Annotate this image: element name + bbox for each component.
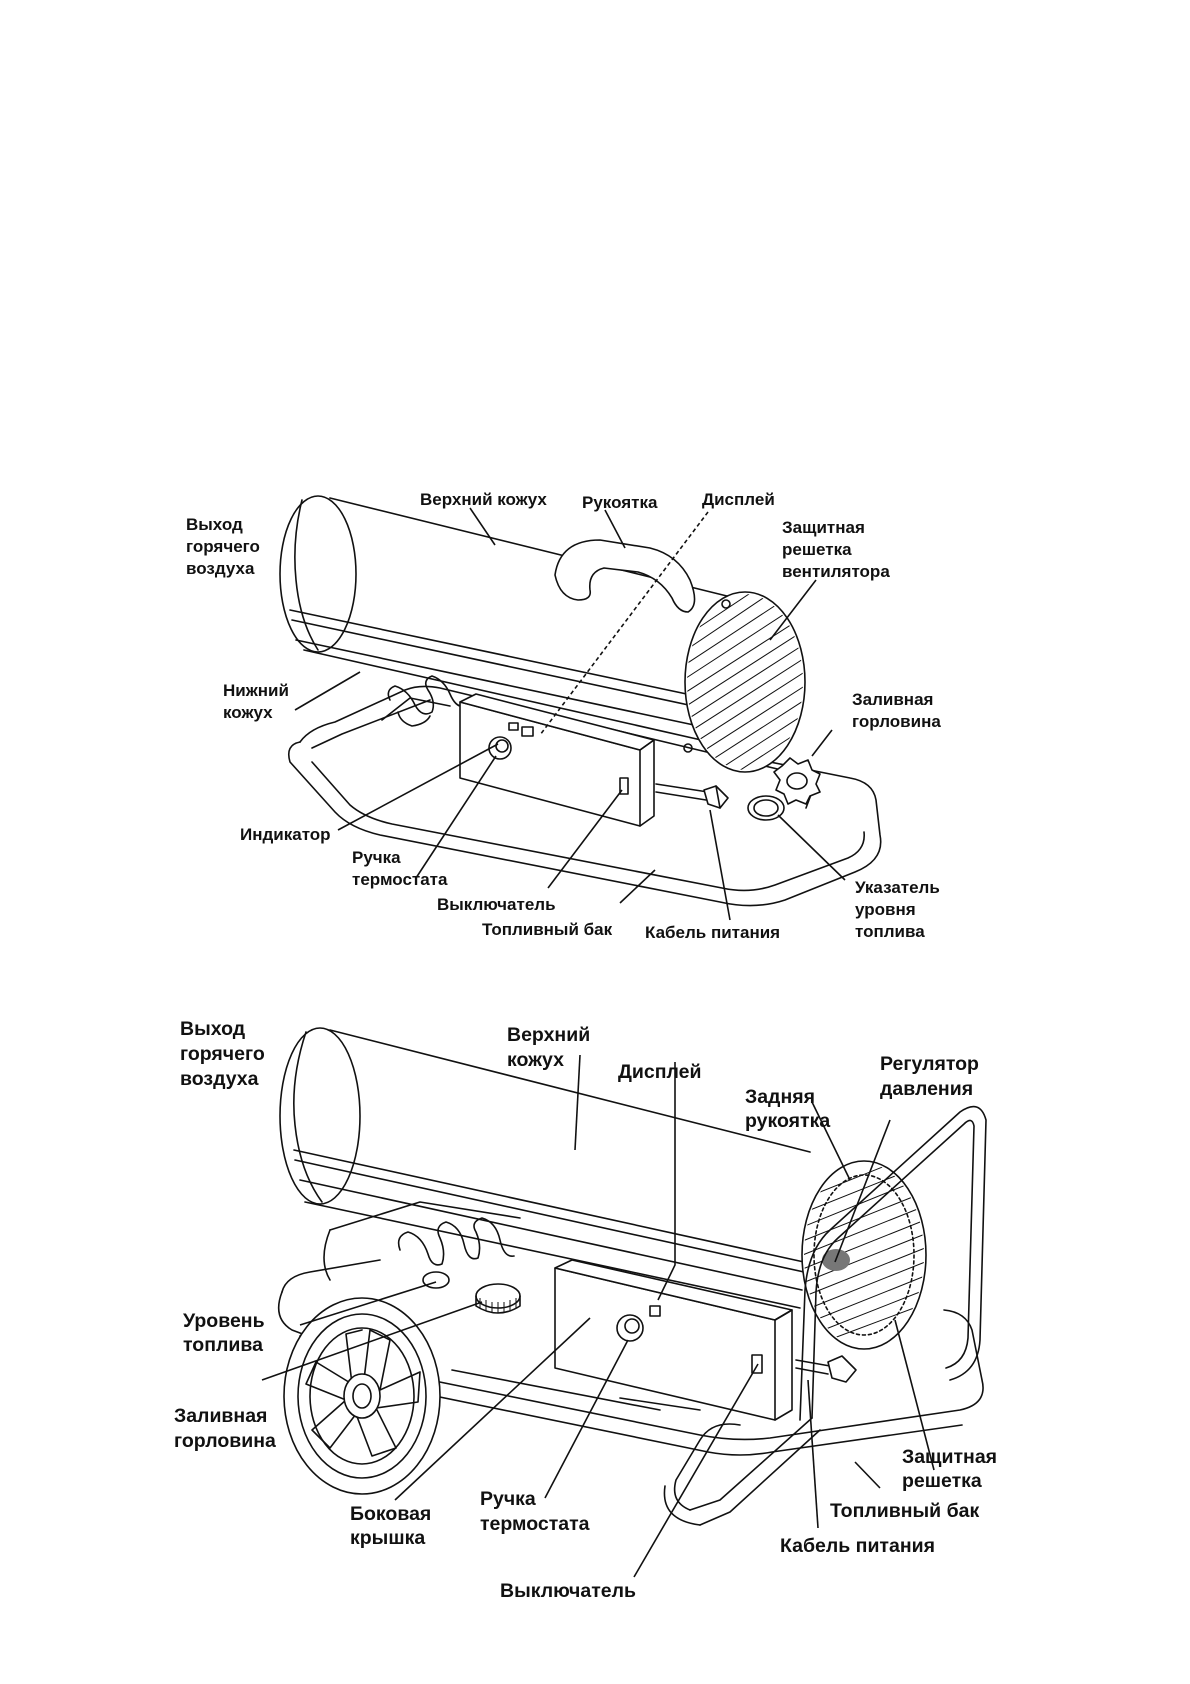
label-guard: Защитная решетка (902, 1446, 1002, 1492)
label-switch: Выключатель (500, 1580, 636, 1602)
heater-drawing-bottom (277, 1027, 987, 1526)
label-upper-casing: Верхний кожух (507, 1024, 596, 1071)
label-pressure-regulator: Регулятор давления (880, 1053, 984, 1100)
label-hot-air-outlet: Выход горячего воздуха (186, 515, 265, 578)
label-fuel-tank: Топливный бак (830, 1500, 979, 1522)
label-handle: Рукоятка (582, 493, 658, 512)
label-lower-casing: Нижний кожух (223, 681, 294, 722)
label-fuel-filler: Заливная горловина (174, 1405, 276, 1452)
label-fuel-level: Уровень топлива (183, 1310, 270, 1356)
label-upper-casing: Верхний кожух (420, 490, 547, 509)
heater-drawing-top (279, 495, 882, 907)
fan-guard-grille (687, 594, 803, 770)
label-fuel-tank: Топливный бак (482, 920, 613, 939)
label-display: Дисплей (618, 1061, 701, 1083)
label-fan-guard: Защитная решетка вентилятора (782, 518, 890, 581)
labels-bottom: Выход горячего воздуха Верхний кожух Дис… (174, 1018, 1002, 1602)
leader-lines-top (294, 507, 846, 921)
label-indicator: Индикатор (240, 825, 331, 844)
label-rear-handle: Задняя рукоятка (745, 1086, 830, 1132)
heater-diagram-bottom: Выход горячего воздуха Верхний кожух Дис… (174, 1018, 1002, 1602)
label-thermostat-knob: Ручка термостата (480, 1488, 590, 1535)
heater-diagram-top: Выход горячего воздуха Верхний кожух Рук… (186, 490, 945, 942)
label-power-cable: Кабель питания (645, 923, 780, 942)
label-thermostat-knob: Ручка термостата (352, 848, 448, 889)
label-display: Дисплей (702, 490, 775, 509)
labels-top: Выход горячего воздуха Верхний кожух Рук… (186, 490, 945, 942)
label-side-cover: Боковая крышка (350, 1503, 437, 1549)
label-switch: Выключатель (437, 895, 556, 914)
label-power-cable: Кабель питания (780, 1535, 935, 1557)
label-hot-air-outlet: Выход горячего воздуха (180, 1018, 270, 1090)
label-fuel-gauge: Указатель уровня топлива (855, 878, 945, 941)
label-fuel-filler: Заливная горловина (852, 690, 941, 731)
leader-lines-bottom (261, 1054, 935, 1578)
